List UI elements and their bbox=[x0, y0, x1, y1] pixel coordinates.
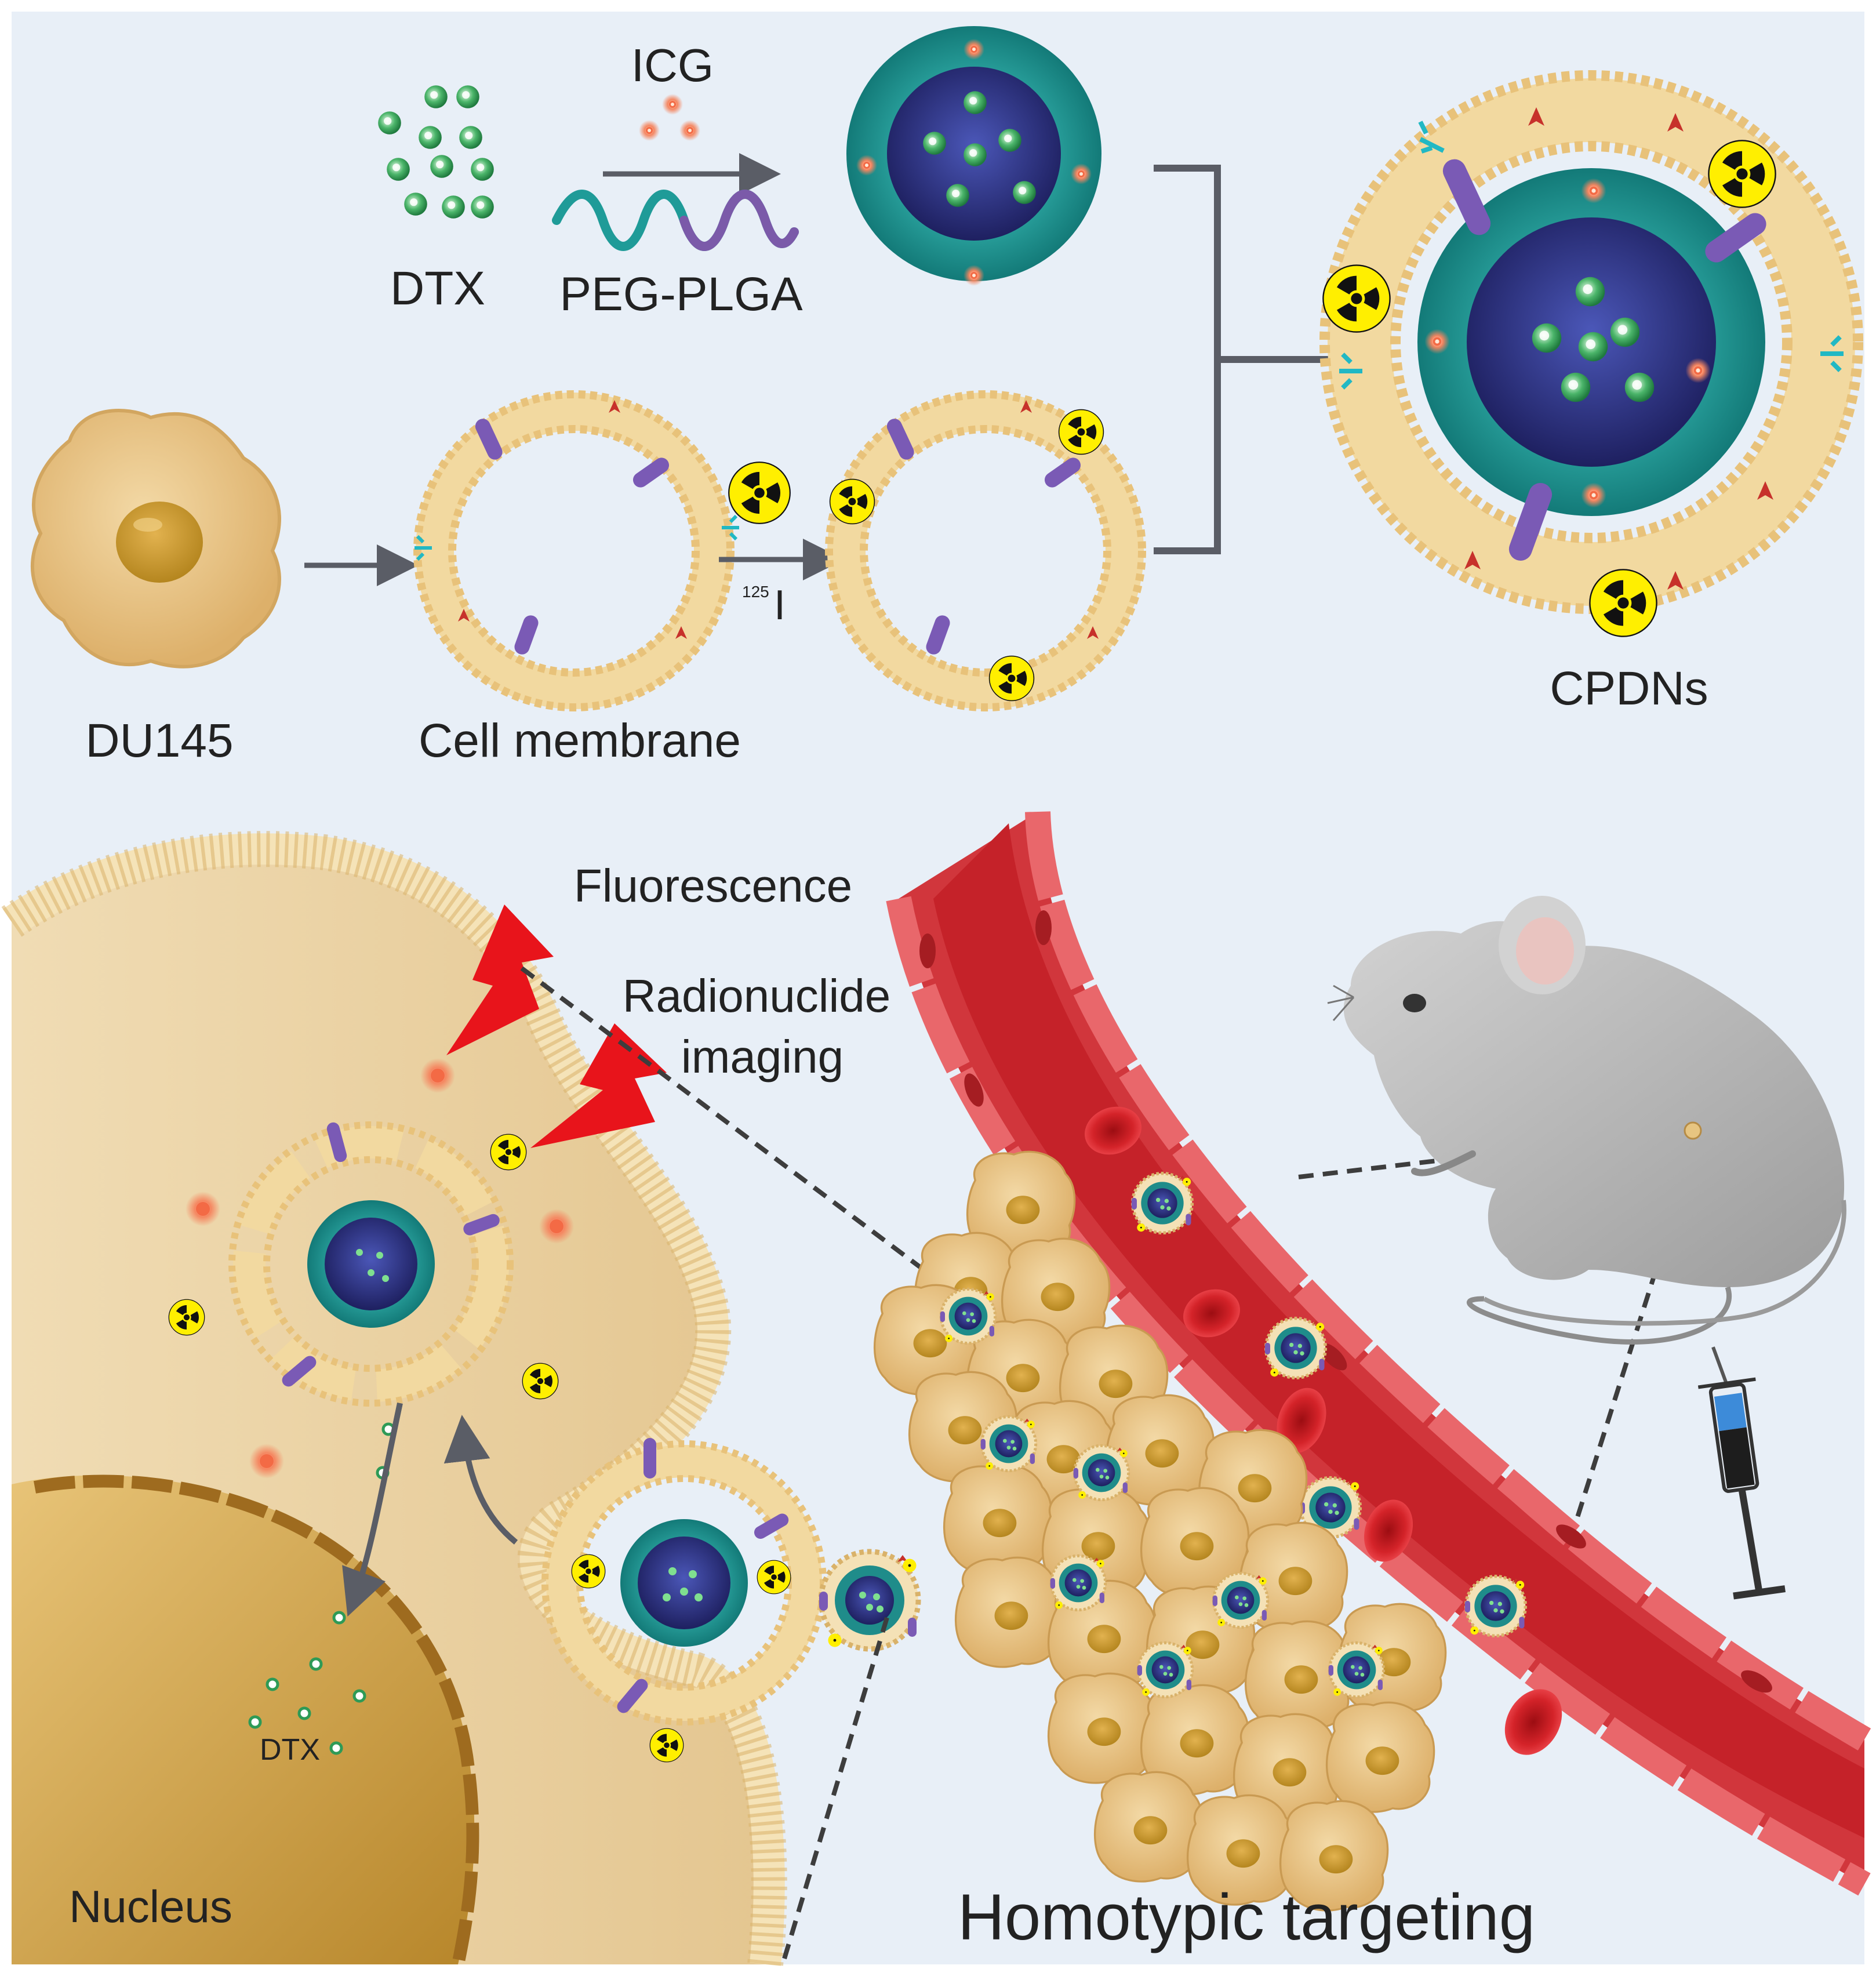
release-arrow bbox=[342, 1402, 403, 1617]
tumor-nanoparticle bbox=[1329, 1643, 1384, 1697]
radiation-icon bbox=[649, 1728, 684, 1763]
dtx-nucleus-label: DTX bbox=[260, 1733, 320, 1767]
zoom-line bbox=[520, 966, 964, 1301]
circulating-nanoparticle bbox=[1465, 1577, 1526, 1636]
tumor-nanoparticle bbox=[1050, 1556, 1106, 1610]
radiation-icon bbox=[168, 1299, 205, 1336]
circulating-nanoparticle bbox=[1132, 1174, 1192, 1233]
radiation-icon bbox=[1322, 264, 1391, 333]
tumor-nanoparticle bbox=[940, 1289, 995, 1343]
endocytosis-arrow bbox=[443, 1415, 518, 1545]
radiation-icon bbox=[522, 1363, 559, 1400]
du145-cell bbox=[31, 409, 281, 669]
iodine-mass-label: 125 bbox=[742, 583, 769, 601]
fluorescence-label: Fluorescence bbox=[574, 860, 852, 911]
icg-emission-glows bbox=[186, 1058, 574, 1479]
radiation-icon bbox=[829, 478, 875, 525]
tumor-nanoparticle bbox=[1074, 1445, 1129, 1499]
radiation-icon bbox=[728, 462, 791, 524]
tumor-nanoparticle bbox=[981, 1416, 1036, 1470]
labeled-membrane-vesicle bbox=[825, 390, 1146, 711]
cell-membrane-label: Cell membrane bbox=[419, 714, 741, 767]
radionuclide-label-line1: Radionuclide bbox=[623, 970, 891, 1022]
radiation-icon bbox=[757, 1560, 791, 1594]
cpdns-nanoparticle bbox=[1319, 70, 1863, 614]
red-blood-cell-icon bbox=[1085, 1106, 1562, 1755]
lightning-icon bbox=[446, 905, 554, 1055]
radiation-icon bbox=[490, 1134, 527, 1171]
radiation-icon bbox=[1058, 409, 1104, 455]
peg-plga-label: PEG-PLGA bbox=[559, 268, 803, 321]
zoom-line bbox=[780, 1617, 889, 1966]
iodine-symbol-label: I bbox=[774, 582, 786, 629]
zoom-line bbox=[1575, 1153, 1695, 1520]
icg-label: ICG bbox=[631, 39, 714, 91]
circulating-nanoparticle bbox=[1265, 1318, 1326, 1378]
radionuclide-label-line2: imaging bbox=[681, 1031, 844, 1083]
approaching-nanoparticle bbox=[819, 1552, 918, 1649]
mouse-icon bbox=[1327, 896, 1846, 1345]
radiation-icon bbox=[571, 1554, 606, 1589]
tumor-nanoparticle bbox=[1137, 1643, 1193, 1697]
nucleus-label: Nucleus bbox=[69, 1881, 232, 1932]
dtx-label: DTX bbox=[390, 262, 485, 315]
cpdns-label: CPDNs bbox=[1550, 662, 1708, 715]
lightning-icon bbox=[530, 1023, 667, 1148]
syringe-icon bbox=[1697, 1346, 1786, 1600]
disrupted-nanoparticle bbox=[228, 1121, 514, 1407]
tumor-nanoparticle bbox=[1213, 1573, 1268, 1627]
plga-nanoparticle bbox=[846, 26, 1101, 286]
membrane-vesicle bbox=[413, 390, 739, 711]
radiation-icon bbox=[1708, 140, 1776, 208]
du145-label: DU145 bbox=[85, 714, 233, 767]
radiation-icon bbox=[1589, 569, 1657, 637]
radiation-icon bbox=[988, 655, 1035, 702]
homotypic-targeting-label: Homotypic targeting bbox=[958, 1881, 1535, 1953]
